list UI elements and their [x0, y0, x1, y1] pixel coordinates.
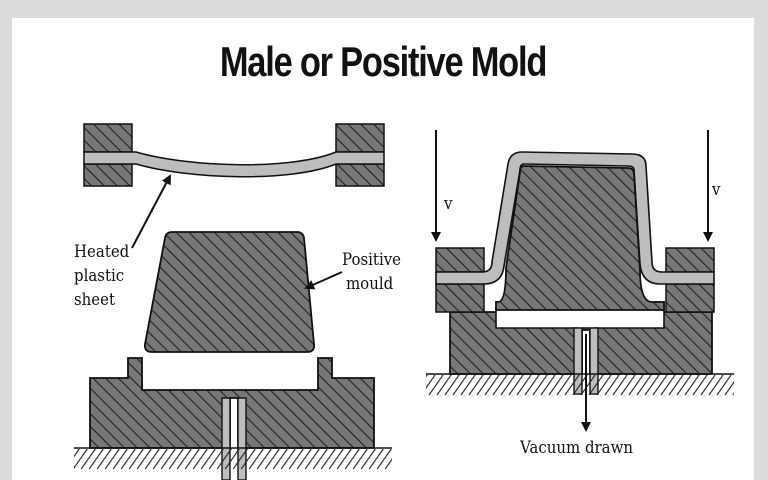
v-label-right: v	[712, 180, 721, 200]
left-ground-hatch	[74, 449, 392, 469]
heated-label-line1: Heated	[74, 242, 130, 262]
vacuum-drawn-label: Vacuum drawn	[520, 438, 634, 458]
left-clamp-top-left	[83, 123, 133, 153]
left-clamp-bottom-right	[335, 163, 385, 187]
right-positive-mould	[495, 165, 665, 311]
positive-mould	[143, 231, 316, 353]
positive-label-line1: Positive	[342, 250, 402, 270]
mold-diagram	[74, 123, 734, 480]
heated-label-line2: plastic	[74, 266, 125, 286]
left-vacuum-pipe	[221, 397, 231, 480]
left-clamp-bottom-left	[83, 163, 133, 187]
left-clamp-top-right	[335, 123, 385, 153]
heated-label-line3: sheet	[74, 290, 116, 310]
left-vacuum-box	[89, 357, 375, 449]
left-vacuum-pipe-outer	[237, 397, 247, 480]
diagram-panel: Male or Positive Mold	[12, 18, 754, 480]
positive-mould-arrow	[304, 271, 343, 290]
heated-sheet-arrow	[131, 174, 171, 249]
positive-label-line2: mould	[346, 274, 394, 294]
right-clamp-bottom-left	[435, 283, 485, 313]
v-label-left: v	[444, 194, 453, 214]
heated-plastic-sheet	[83, 151, 385, 178]
page-title: Male or Positive Mold	[219, 38, 548, 85]
right-clamp-bottom-right	[665, 283, 715, 313]
right-ground-hatch	[426, 375, 734, 395]
right-clamp-top-left	[435, 247, 485, 273]
right-clamp-top-right	[665, 247, 715, 273]
